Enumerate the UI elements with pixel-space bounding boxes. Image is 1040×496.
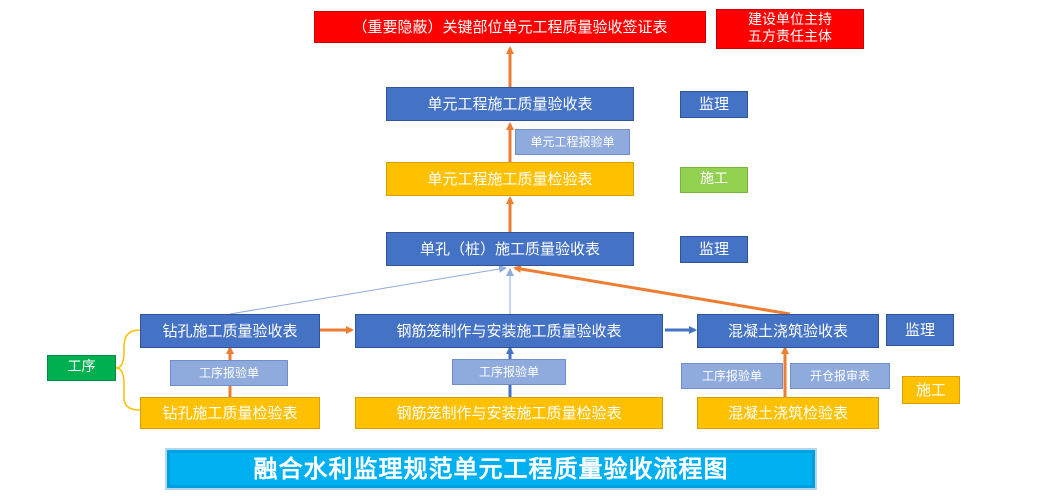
drilling-report-label: 工序报验单 bbox=[198, 365, 259, 380]
concrete-acceptance-label: 混凝土浇筑验收表 bbox=[727, 321, 848, 340]
process-acceptance-role: 监理 bbox=[886, 314, 954, 346]
unit-acceptance-role: 监理 bbox=[680, 91, 748, 118]
concrete-inspection-box: 混凝土浇筑检验表 bbox=[697, 397, 879, 429]
unit-inspection-role: 施工 bbox=[680, 167, 748, 193]
unit-inspection-box: 单元工程施工质量检验表 bbox=[386, 162, 634, 196]
diagram-title: 融合水利监理规范单元工程质量验收流程图 bbox=[165, 448, 817, 490]
rebar-acceptance-box: 钢筋笼制作与安装施工质量验收表 bbox=[355, 314, 663, 348]
signoff-role-box: 建设单位主持 五方责任主体 bbox=[716, 9, 864, 49]
diagram-title-text: 融合水利监理规范单元工程质量验收流程图 bbox=[253, 455, 729, 483]
signoff-role-line1: 建设单位主持 bbox=[748, 11, 832, 28]
pour-request-box: 开仓报审表 bbox=[790, 363, 890, 389]
drilling-report-box: 工序报验单 bbox=[170, 360, 288, 386]
process-acceptance-role-label: 监理 bbox=[904, 320, 935, 339]
unit-report-box: 单元工程报验单 bbox=[515, 129, 630, 155]
pile-acceptance-role: 监理 bbox=[680, 236, 748, 263]
arrow-drilling-to-pile bbox=[229, 265, 507, 315]
process-label: 工序 bbox=[67, 359, 96, 376]
process-bracket bbox=[115, 329, 141, 411]
drilling-acceptance-label: 钻孔施工质量验收表 bbox=[162, 321, 298, 340]
pile-acceptance-box: 单孔（桩）施工质量验收表 bbox=[386, 232, 634, 266]
unit-inspection-label: 单元工程施工质量检验表 bbox=[427, 169, 593, 188]
pile-acceptance-role-label: 监理 bbox=[698, 240, 729, 259]
process-inspection-role: 施工 bbox=[902, 376, 960, 404]
rebar-inspection-label: 钢筋笼制作与安装施工质量检验表 bbox=[396, 403, 622, 422]
rebar-inspection-box: 钢筋笼制作与安装施工质量检验表 bbox=[355, 397, 663, 429]
drilling-acceptance-box: 钻孔施工质量验收表 bbox=[140, 314, 320, 348]
unit-acceptance-role-label: 监理 bbox=[698, 95, 729, 114]
signoff-role-line2: 五方责任主体 bbox=[748, 29, 832, 45]
signoff-form-label: （重要隐蔽）关键部位单元工程质量验收签证表 bbox=[352, 17, 668, 36]
unit-acceptance-label: 单元工程施工质量验收表 bbox=[427, 94, 593, 113]
unit-acceptance-box: 单元工程施工质量验收表 bbox=[386, 87, 634, 121]
signoff-form-box: （重要隐蔽）关键部位单元工程质量验收签证表 bbox=[314, 11, 706, 43]
process-label-box: 工序 bbox=[47, 355, 116, 381]
drilling-inspection-box: 钻孔施工质量检验表 bbox=[140, 397, 320, 429]
process-inspection-role-label: 施工 bbox=[915, 380, 946, 399]
unit-inspection-role-label: 施工 bbox=[700, 171, 728, 188]
concrete-report-box: 工序报验单 bbox=[681, 363, 783, 389]
rebar-report-label: 工序报验单 bbox=[478, 364, 539, 379]
pour-request-label: 开仓报审表 bbox=[809, 368, 870, 383]
concrete-inspection-label: 混凝土浇筑检验表 bbox=[727, 403, 848, 422]
rebar-acceptance-label: 钢筋笼制作与安装施工质量验收表 bbox=[396, 321, 622, 340]
arrow-concrete-to-pile bbox=[513, 265, 791, 316]
concrete-acceptance-box: 混凝土浇筑验收表 bbox=[697, 314, 879, 348]
drilling-inspection-label: 钻孔施工质量检验表 bbox=[162, 403, 298, 422]
pile-acceptance-label: 单孔（桩）施工质量验收表 bbox=[419, 239, 600, 258]
rebar-report-box: 工序报验单 bbox=[452, 359, 566, 385]
concrete-report-label: 工序报验单 bbox=[701, 368, 762, 383]
unit-report-label: 单元工程报验单 bbox=[530, 134, 615, 149]
